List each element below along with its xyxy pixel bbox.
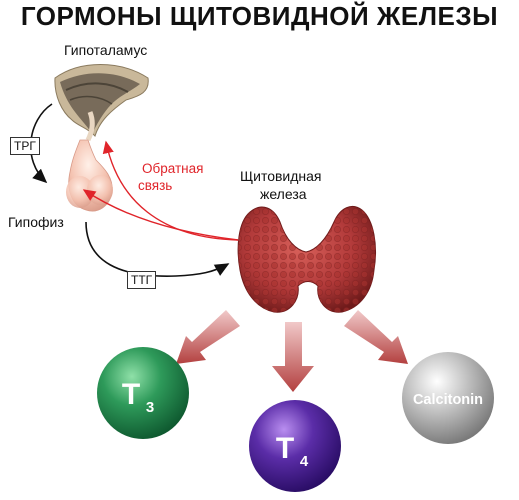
ttg-arrow [85, 221, 230, 277]
arrow-to-t3 [176, 310, 240, 364]
t3-letter: T [122, 378, 140, 411]
arrow-to-t4 [272, 322, 314, 392]
t4-letter: T [276, 432, 294, 465]
t4-sphere [249, 400, 341, 492]
feedback-label-line2: связь [138, 178, 173, 193]
thyroid-label-line2: железа [260, 186, 307, 202]
pituitary-label: Гипофиз [8, 214, 64, 230]
thyroid-label-line1: Щитовидная [240, 168, 322, 184]
t3-subscript: 3 [146, 399, 154, 416]
calcitonin-sphere [402, 352, 494, 444]
arrow-to-calcitonin [344, 310, 408, 364]
trg-label: ТРГ [10, 137, 40, 155]
ttg-label: ТТГ [127, 271, 157, 289]
calcitonin-label: Calcitonin [413, 392, 483, 408]
t3-sphere [97, 347, 189, 439]
pituitary-illustration [66, 139, 113, 212]
feedback-arrow-to-hypothalamus [102, 140, 239, 241]
t4-subscript: 4 [300, 453, 309, 470]
hypothalamus-label: Гипоталамус [64, 42, 148, 58]
feedback-arrow-to-pituitary [82, 189, 239, 241]
hypothalamus-illustration [54, 64, 149, 142]
thyroid-illustration [237, 206, 376, 313]
page-title: ГОРМОНЫ ЩИТОВИДНОЙ ЖЕЛЕЗЫ [20, 1, 499, 31]
feedback-label-line1: Обратная [142, 161, 204, 176]
